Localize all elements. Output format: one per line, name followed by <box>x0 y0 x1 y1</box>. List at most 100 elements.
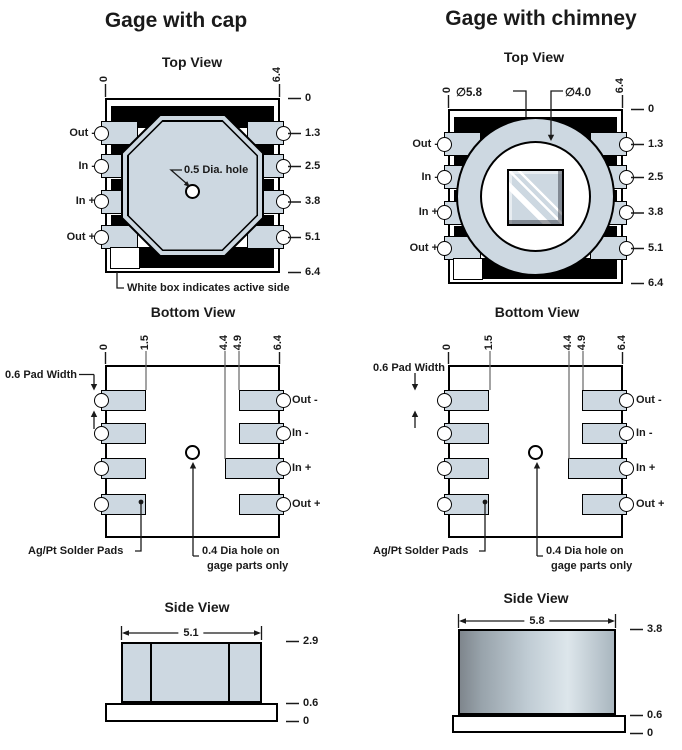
pin-label-out-minus: Out - <box>69 127 95 139</box>
ruler-tick-label: 5.1 <box>305 231 321 243</box>
castellation-notch <box>437 393 452 408</box>
sense-die <box>507 169 564 226</box>
pin-label-out-plus: Out + <box>636 498 665 510</box>
castellation-notch <box>619 426 634 441</box>
top-view-title-cap: Top View <box>161 54 223 70</box>
bottom-view-title-chimney: Bottom View <box>494 304 580 320</box>
side-view-chimney-base <box>452 715 626 733</box>
active-side-leader <box>116 272 124 289</box>
ruler-tick-label: 0 <box>305 92 312 104</box>
pin-label-in-minus: In - <box>421 171 439 183</box>
pin-label-out-plus: Out + <box>66 231 95 243</box>
bottom-view-title-cap: Bottom View <box>150 304 236 320</box>
castellation-notch <box>437 137 452 152</box>
cap-edge-line <box>150 644 152 701</box>
ruler-tick-label: 3.8 <box>648 206 664 218</box>
castellation-notch <box>94 497 109 512</box>
ruler-tick-label: 6.4 <box>272 334 284 350</box>
castellation-notch <box>437 497 452 512</box>
vent-hole <box>185 184 200 199</box>
ruler-tick-label: 0 <box>98 343 110 350</box>
bottom-hole-note-line2: gage parts only <box>207 560 289 572</box>
ruler-tick-label: 0 <box>441 86 453 93</box>
castellation-notch <box>94 461 109 476</box>
side-view-chimney-body <box>458 629 616 715</box>
castellation-notch <box>619 393 634 408</box>
ruler-tick-label: 0 <box>441 343 453 350</box>
vent-hole <box>528 445 543 460</box>
pin-label-in-plus: In + <box>292 462 312 474</box>
bottom-view-cap-package <box>94 365 291 538</box>
top-view-chimney-package <box>437 109 634 284</box>
bottom-hole-note-line1: 0.4 Dia hole on <box>202 545 280 557</box>
pad-width-note: 0.6 Pad Width <box>373 362 446 374</box>
top-view-title-chimney: Top View <box>503 49 565 65</box>
pin-label-in-minus: In - <box>292 427 309 439</box>
figure-title-cap: Gage with cap <box>104 9 248 32</box>
castellation-notch <box>437 426 452 441</box>
pin-label-out-plus: Out + <box>409 242 438 254</box>
castellation-notch <box>94 194 109 209</box>
ruler-tick-label: 6.4 <box>305 266 321 278</box>
ruler-tick-label: 0.6 <box>647 709 663 721</box>
ruler-tick-label: 2.5 <box>305 160 321 172</box>
bottom-hole-note-line2: gage parts only <box>551 560 633 572</box>
figure-title-chimney: Gage with chimney <box>445 7 637 30</box>
pin-label-out-minus: Out - <box>412 138 438 150</box>
ruler-tick-label: 4.9 <box>576 334 588 350</box>
ruler-tick-label: 0 <box>648 103 655 115</box>
castellation-notch <box>437 241 452 256</box>
chimney-pad-width-dim <box>411 373 419 428</box>
ruler-tick-label: 6.4 <box>271 66 283 82</box>
side-view-cap-base <box>105 703 278 722</box>
castellation-notch <box>437 461 452 476</box>
castellation-notch <box>437 205 452 220</box>
castellation-notch <box>276 126 291 141</box>
castellation-notch <box>276 426 291 441</box>
ruler-tick-label: 0.6 <box>303 697 319 709</box>
pin-label-out-minus: Out - <box>636 394 662 406</box>
castellation-notch <box>276 461 291 476</box>
castellation-notch <box>276 393 291 408</box>
ruler-tick-label: 3.8 <box>305 195 321 207</box>
ruler-tick-label: 6.4 <box>614 77 626 93</box>
active-side-note: White box indicates active side <box>127 282 290 294</box>
castellation-notch <box>94 393 109 408</box>
outer-diameter-label: ∅5.8 <box>455 87 482 99</box>
ruler-tick-label: 4.9 <box>232 334 244 350</box>
castellation-notch <box>437 170 452 185</box>
castellation-notch <box>619 170 634 185</box>
pin-label-out-minus: Out - <box>292 394 318 406</box>
castellation-notch <box>94 426 109 441</box>
hole-note: 0.5 Dia. hole <box>184 164 249 176</box>
active-side-marker <box>110 247 140 269</box>
castellation-notch <box>619 241 634 256</box>
castellation-notch <box>276 159 291 174</box>
pin-label-in-plus: In + <box>418 206 438 218</box>
bottom-view-chimney-package <box>437 365 634 538</box>
inner-diameter-label: ∅4.0 <box>565 87 592 99</box>
side-view-cap-body <box>121 642 262 703</box>
cap-edge-line <box>228 644 230 701</box>
ruler-tick-label: 6.4 <box>616 334 628 350</box>
castellation-notch <box>94 126 109 141</box>
bottom-hole-note-line1: 0.4 Dia hole on <box>546 545 624 557</box>
castellation-notch <box>94 159 109 174</box>
solder-pads-note: Ag/Pt Solder Pads <box>28 545 124 557</box>
side-view-title-cap: Side View <box>164 599 230 615</box>
pin-label-in-minus: In - <box>636 427 653 439</box>
castellation-notch <box>276 194 291 209</box>
ruler-tick-label: 1.5 <box>139 334 151 350</box>
vent-hole <box>185 445 200 460</box>
ruler-tick-label: 0 <box>303 715 310 727</box>
solder-pads-note: Ag/Pt Solder Pads <box>373 545 469 557</box>
castellation-notch <box>94 230 109 245</box>
ruler-tick-label: 2.5 <box>648 171 664 183</box>
ruler-tick-label: 4.4 <box>562 334 574 350</box>
pin-label-in-plus: In + <box>636 462 656 474</box>
pin-label-in-plus: In + <box>75 195 95 207</box>
ruler-tick-label: 0 <box>647 727 654 739</box>
ruler-tick-label: 6.4 <box>648 277 664 289</box>
side-view-title-chimney: Side View <box>503 590 569 606</box>
